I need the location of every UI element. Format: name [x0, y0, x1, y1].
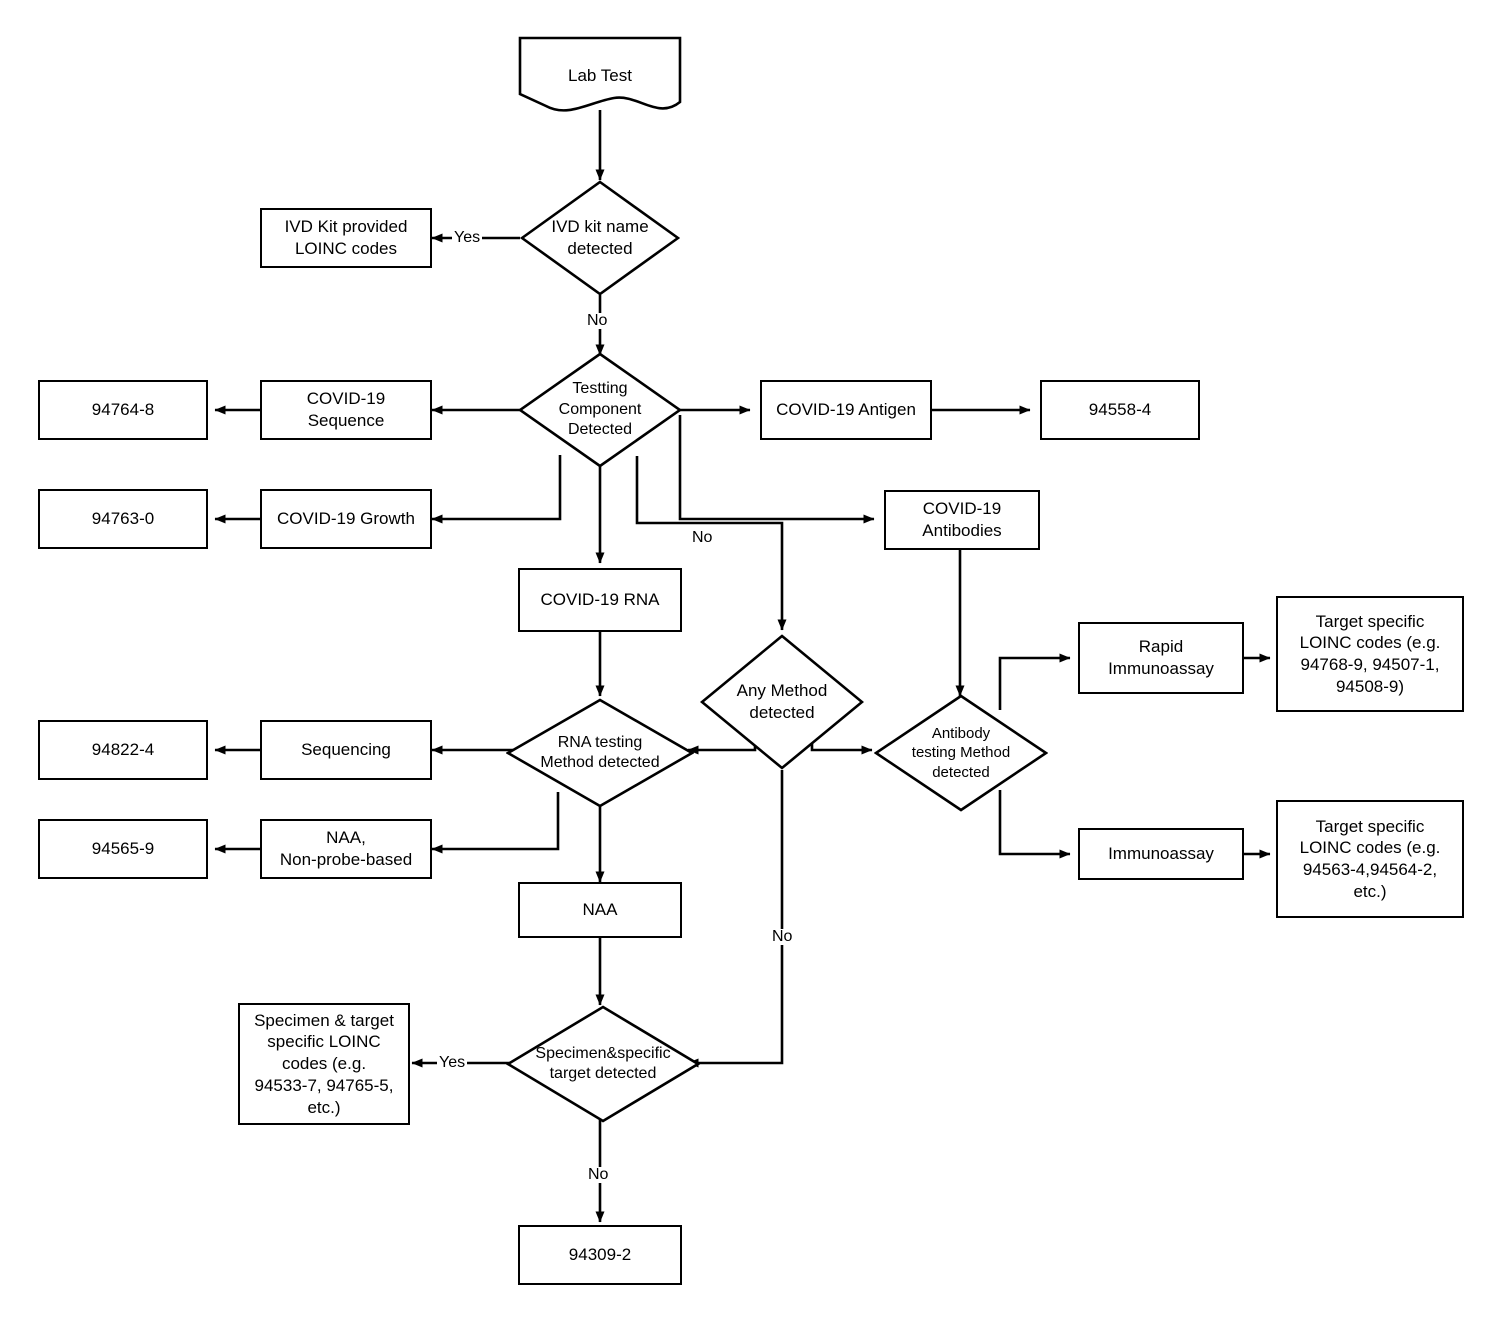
diamond-shape-icon — [506, 1005, 700, 1123]
node-code-94764-8-label: 94764-8 — [91, 400, 155, 420]
edge-label-ivd-yes: Yes — [452, 229, 483, 246]
node-covid-antibodies[interactable]: COVID-19 Antibodies — [884, 490, 1040, 550]
diamond-shape-icon — [520, 180, 680, 296]
edge-label-component-no: No — [690, 529, 715, 546]
node-covid-antigen[interactable]: COVID-19 Antigen — [760, 380, 932, 440]
node-specimen-target[interactable]: Specimen&specific target detected — [506, 1005, 700, 1123]
node-naa[interactable]: NAA — [518, 882, 682, 938]
diamond-shape-icon — [518, 352, 682, 468]
node-naa-non-probe-label: NAA, Non-probe-based — [279, 828, 413, 869]
node-code-94763-0-label: 94763-0 — [91, 509, 155, 529]
node-ivd-kit-decision-label: IVD kit name detected — [551, 217, 649, 258]
document-shape-icon — [518, 36, 682, 112]
node-covid-sequence-label: COVID-19 Sequence — [306, 389, 386, 430]
node-specimen-codes[interactable]: Specimen & target specific LOINC codes (… — [238, 1003, 410, 1125]
node-ivd-kit-decision[interactable]: IVD kit name detected — [520, 180, 680, 296]
node-covid-antibodies-label: COVID-19 Antibodies — [922, 499, 1002, 540]
node-covid-sequence[interactable]: COVID-19 Sequence — [260, 380, 432, 440]
node-code-94558-4-label: 94558-4 — [1088, 400, 1152, 420]
edge-component-to-antibodies — [678, 415, 875, 524]
node-code-94309-2[interactable]: 94309-2 — [518, 1225, 682, 1285]
node-specimen-codes-label: Specimen & target specific LOINC codes (… — [254, 1010, 394, 1117]
node-immunoassay-label: Immunoassay — [1108, 844, 1214, 864]
node-ivd-kit-codes[interactable]: IVD Kit provided LOINC codes — [260, 208, 432, 268]
node-immunoassay[interactable]: Immunoassay — [1078, 828, 1244, 880]
node-naa-label: NAA — [582, 900, 618, 920]
node-covid-growth[interactable]: COVID-19 Growth — [260, 489, 432, 549]
node-rna-method[interactable]: RNA testing Method detected — [506, 698, 694, 808]
node-code-94565-9-label: 94565-9 — [91, 839, 155, 859]
node-rapid-immunoassay-label: Rapid Immunoassay — [1108, 637, 1214, 678]
node-sequencing[interactable]: Sequencing — [260, 720, 432, 780]
edge-antibodymethod-to-rapid — [998, 653, 1071, 710]
node-naa-non-probe[interactable]: NAA, Non-probe-based — [260, 819, 432, 879]
edge-label-specimen-yes: Yes — [437, 1054, 468, 1071]
node-rapid-immunoassay[interactable]: Rapid Immunoassay — [1078, 622, 1244, 694]
edge-label-any-method-no: No — [770, 928, 795, 945]
node-code-94309-2-label: 94309-2 — [568, 1245, 632, 1265]
node-target-codes-rapid-label: Target specific LOINC codes (e.g. 94768-… — [1299, 611, 1441, 696]
diamond-shape-icon — [506, 698, 694, 808]
node-any-method[interactable]: Any Method detected — [700, 634, 864, 770]
node-code-94822-4-label: 94822-4 — [91, 740, 155, 760]
edge-component-to-growth — [431, 455, 562, 524]
node-specimen-target-label: Specimen&specific target detected — [535, 1044, 671, 1082]
node-testing-component-label: Testting Component Detected — [558, 380, 642, 439]
node-covid-growth-label: COVID-19 Growth — [277, 509, 415, 529]
node-antibody-method[interactable]: Antibody testing Method detected — [874, 694, 1048, 812]
edge-antibodymethod-to-immunoassay — [998, 790, 1071, 859]
diamond-shape-icon — [874, 694, 1048, 812]
node-covid-antigen-label: COVID-19 Antigen — [776, 400, 916, 420]
node-code-94558-4[interactable]: 94558-4 — [1040, 380, 1200, 440]
node-any-method-label: Any Method detected — [736, 681, 828, 722]
node-code-94763-0[interactable]: 94763-0 — [38, 489, 208, 549]
node-rna-method-label: RNA testing Method detected — [540, 733, 660, 771]
node-covid-rna[interactable]: COVID-19 RNA — [518, 568, 682, 632]
node-testing-component[interactable]: Testting Component Detected — [518, 352, 682, 468]
diamond-shape-icon — [700, 634, 864, 770]
node-sequencing-label: Sequencing — [301, 740, 391, 760]
node-target-codes-immuno-label: Target specific LOINC codes (e.g. 94563-… — [1299, 816, 1441, 901]
node-target-codes-immuno[interactable]: Target specific LOINC codes (e.g. 94563-… — [1276, 800, 1464, 918]
node-ivd-kit-codes-label: IVD Kit provided LOINC codes — [284, 217, 408, 258]
node-target-codes-rapid[interactable]: Target specific LOINC codes (e.g. 94768-… — [1276, 596, 1464, 712]
node-covid-rna-label: COVID-19 RNA — [540, 590, 660, 610]
edge-rnamethod-to-naa-nonprobe — [431, 792, 560, 854]
node-lab-test[interactable]: Lab Test — [518, 36, 682, 118]
edge-anymethod-no-to-specimen — [687, 770, 784, 1068]
node-code-94822-4[interactable]: 94822-4 — [38, 720, 208, 780]
edge-component-no-to-anymethod — [635, 456, 787, 631]
node-lab-test-label: Lab Test — [568, 66, 632, 85]
node-code-94565-9[interactable]: 94565-9 — [38, 819, 208, 879]
edge-label-ivd-no: No — [585, 312, 610, 329]
node-antibody-method-label: Antibody testing Method detected — [911, 725, 1011, 781]
edge-label-specimen-no: No — [586, 1166, 611, 1183]
node-code-94764-8[interactable]: 94764-8 — [38, 380, 208, 440]
